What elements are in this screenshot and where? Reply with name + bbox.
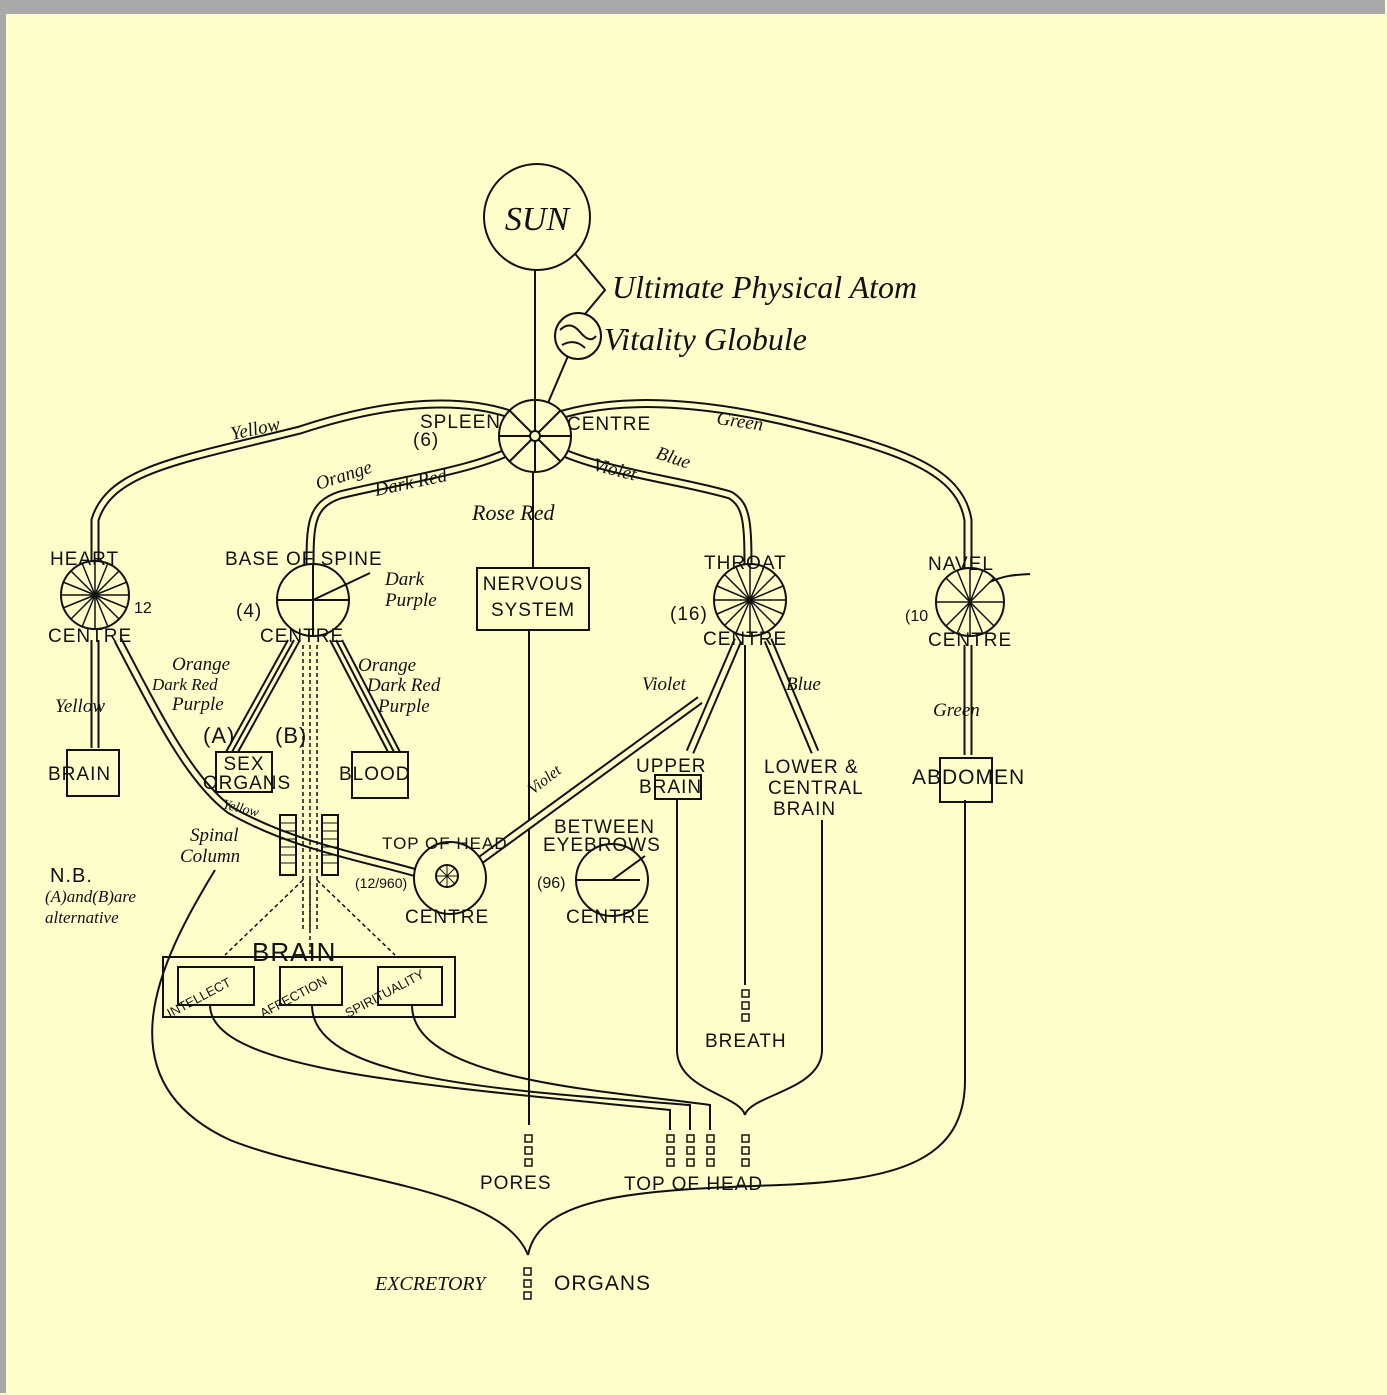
lower-brain-label-1: LOWER & xyxy=(764,757,859,778)
dark-purple-label-1: Dark xyxy=(384,569,425,590)
throat-number: (16) xyxy=(670,604,708,625)
navel-label: NAVEL xyxy=(928,554,994,575)
right-dark-red-label: Dark Red xyxy=(366,675,441,696)
dark-purple-label-2: Purple xyxy=(384,590,437,611)
boxes xyxy=(66,567,993,1018)
spleen-centre-label: CENTRE xyxy=(567,414,651,435)
heart-centre-wheel xyxy=(60,560,130,630)
lower-brain-label-2: CENTRAL xyxy=(768,778,864,799)
dark-red-channel-label: Dark Red xyxy=(372,465,450,501)
blood-label: BLOOD xyxy=(339,764,411,785)
top-head-label: TOP OF HEAD xyxy=(382,834,508,853)
sun-label: SUN xyxy=(505,201,572,238)
throat-centre-label: CENTRE xyxy=(703,629,787,650)
option-b-label: (B) xyxy=(275,723,307,748)
excretory-label: EXCRETORY xyxy=(374,1273,487,1295)
top-head-bottom-label: TOP OF HEAD xyxy=(624,1174,763,1195)
nervous-system-label-1: NERVOUS xyxy=(483,574,584,595)
sex-organs-label-2: ORGANS xyxy=(203,773,291,794)
navel-centre-label: CENTRE xyxy=(928,630,1012,651)
upper-brain-label-1: UPPER xyxy=(636,756,706,777)
vitality-globule-icon xyxy=(554,312,602,360)
between-eyebrows-centre-label: CENTRE xyxy=(566,907,650,928)
base-spine-label: BASE OF SPINE xyxy=(225,549,383,570)
between-eyebrows-label-1: BETWEEN xyxy=(554,817,655,838)
brain-left-label: BRAIN xyxy=(48,764,111,785)
sex-organs-label-1: SEX xyxy=(223,754,264,775)
heart-number: 12 xyxy=(134,600,152,617)
top-head-number: (12/960) xyxy=(355,875,407,891)
blue-channel-label: Blue xyxy=(653,443,693,474)
dot-markers xyxy=(523,989,750,1300)
throat-blue-label: Blue xyxy=(786,674,821,695)
option-a-label: (A) xyxy=(203,723,235,748)
left-dark-red-label: Dark Red xyxy=(151,675,218,694)
violet-diagonal-label: Violet xyxy=(525,762,565,799)
navel-green-label: Green xyxy=(933,700,980,721)
between-eyebrows-label-2: EYEBROWS xyxy=(543,835,661,856)
spleen-centre-wheel xyxy=(498,399,572,473)
violet-channel-label: Violet xyxy=(591,454,639,485)
navel-centre-wheel xyxy=(935,567,1031,637)
connection-lines xyxy=(90,249,973,1256)
navel-number: (10 xyxy=(905,608,928,625)
breath-label: BREATH xyxy=(705,1031,787,1052)
heart-label: HEART xyxy=(50,549,119,570)
intellect-label: INTELLECT xyxy=(164,974,233,1020)
nb-label-3: alternative xyxy=(45,908,119,927)
ultimate-physical-atom-label: Ultimate Physical Atom xyxy=(612,269,917,305)
throat-violet-label: Violet xyxy=(642,674,687,695)
throat-centre-wheel xyxy=(713,563,787,637)
spleen-label: SPLEEN xyxy=(420,412,501,433)
base-spine-number: (4) xyxy=(236,601,262,622)
between-eyebrows-centre-wheel xyxy=(575,843,649,917)
nb-label-1: N.B. xyxy=(50,865,93,887)
base-spine-centre-wheel xyxy=(276,563,371,637)
labels: SUN Ultimate Physical Atom Vitality Glob… xyxy=(45,201,1025,1295)
right-orange-label: Orange xyxy=(358,655,416,676)
top-head-centre-label: CENTRE xyxy=(405,907,489,928)
lower-brain-label-3: BRAIN xyxy=(773,799,836,820)
abdomen-label: ABDOMEN xyxy=(912,766,1025,789)
spinal-column-label-1: Spinal xyxy=(190,825,239,846)
heart-yellow-label: Yellow xyxy=(55,696,105,717)
left-purple-label: Purple xyxy=(171,694,224,715)
left-orange-label: Orange xyxy=(172,654,230,675)
rose-red-label: Rose Red xyxy=(471,500,555,525)
between-eyebrows-number: (96) xyxy=(537,875,565,892)
affection-label: AFFECTION xyxy=(257,973,329,1021)
vitality-globule-label: Vitality Globule xyxy=(604,321,807,357)
upper-brain-label-2: BRAIN xyxy=(639,777,702,798)
organs-label: ORGANS xyxy=(554,1272,651,1295)
nb-label-2: (A)and(B)are xyxy=(45,887,136,906)
spinal-column-label-2: Column xyxy=(180,846,240,867)
spleen-number: (6) xyxy=(413,430,439,451)
brain-main-label: BRAIN xyxy=(252,937,336,967)
pores-label: PORES xyxy=(480,1173,552,1194)
top-head-centre-wheel xyxy=(413,841,487,915)
right-purple-label: Purple xyxy=(377,696,430,717)
nervous-system-label-2: SYSTEM xyxy=(491,600,575,621)
heart-centre-label: CENTRE xyxy=(48,626,132,647)
sun-circle xyxy=(483,163,591,271)
base-spine-centre-label: CENTRE xyxy=(260,626,344,647)
spirituality-label: SPIRITUALITY xyxy=(342,966,427,1020)
throat-label: THROAT xyxy=(704,553,787,574)
